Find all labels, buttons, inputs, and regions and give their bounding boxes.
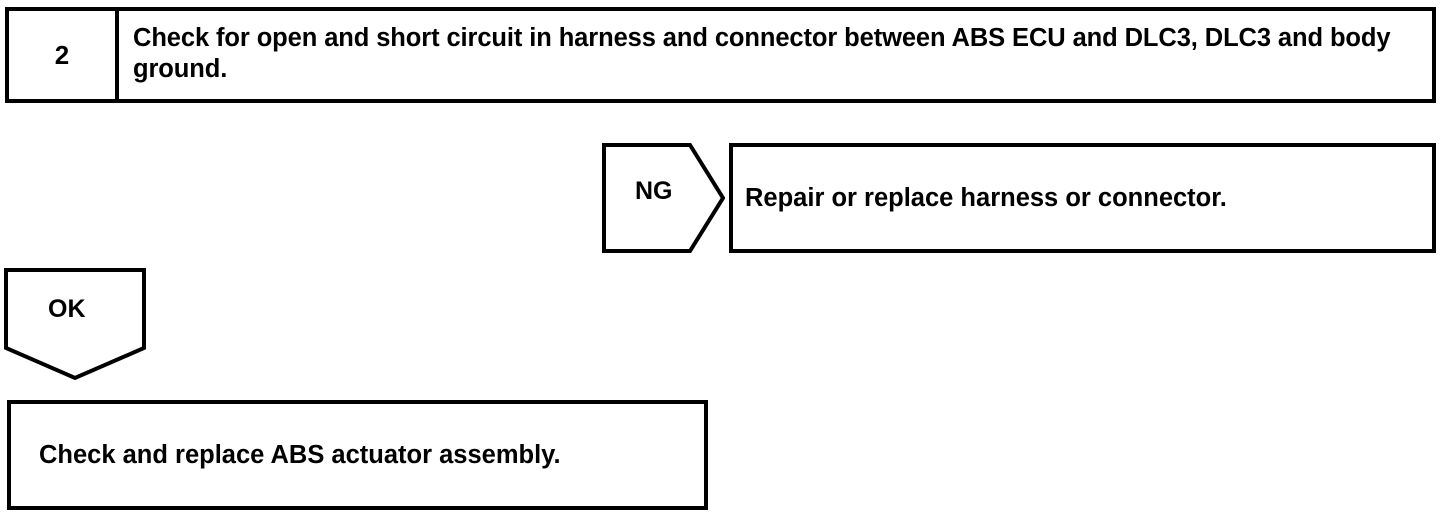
- step-number-cell: 2: [9, 11, 119, 99]
- ok-action-text: Check and replace ABS actuator assembly.: [39, 441, 561, 469]
- ng-action-text: Repair or replace harness or connector.: [745, 184, 1227, 212]
- step-number: 2: [54, 40, 70, 70]
- step-instruction-text: Check for open and short circuit in harn…: [133, 24, 1391, 83]
- ng-branch-arrow: NG: [602, 143, 725, 253]
- ng-branch-label: NG: [635, 177, 673, 205]
- ng-arrow-shape: [602, 143, 725, 253]
- ok-arrow-shape: [4, 268, 146, 381]
- ok-branch-label: OK: [48, 295, 86, 323]
- ok-branch-arrow: OK: [4, 268, 146, 381]
- step-box: 2 Check for open and short circuit in ha…: [5, 7, 1436, 103]
- ok-action-box: Check and replace ABS actuator assembly.: [7, 400, 708, 510]
- ng-action-box: Repair or replace harness or connector.: [729, 143, 1436, 253]
